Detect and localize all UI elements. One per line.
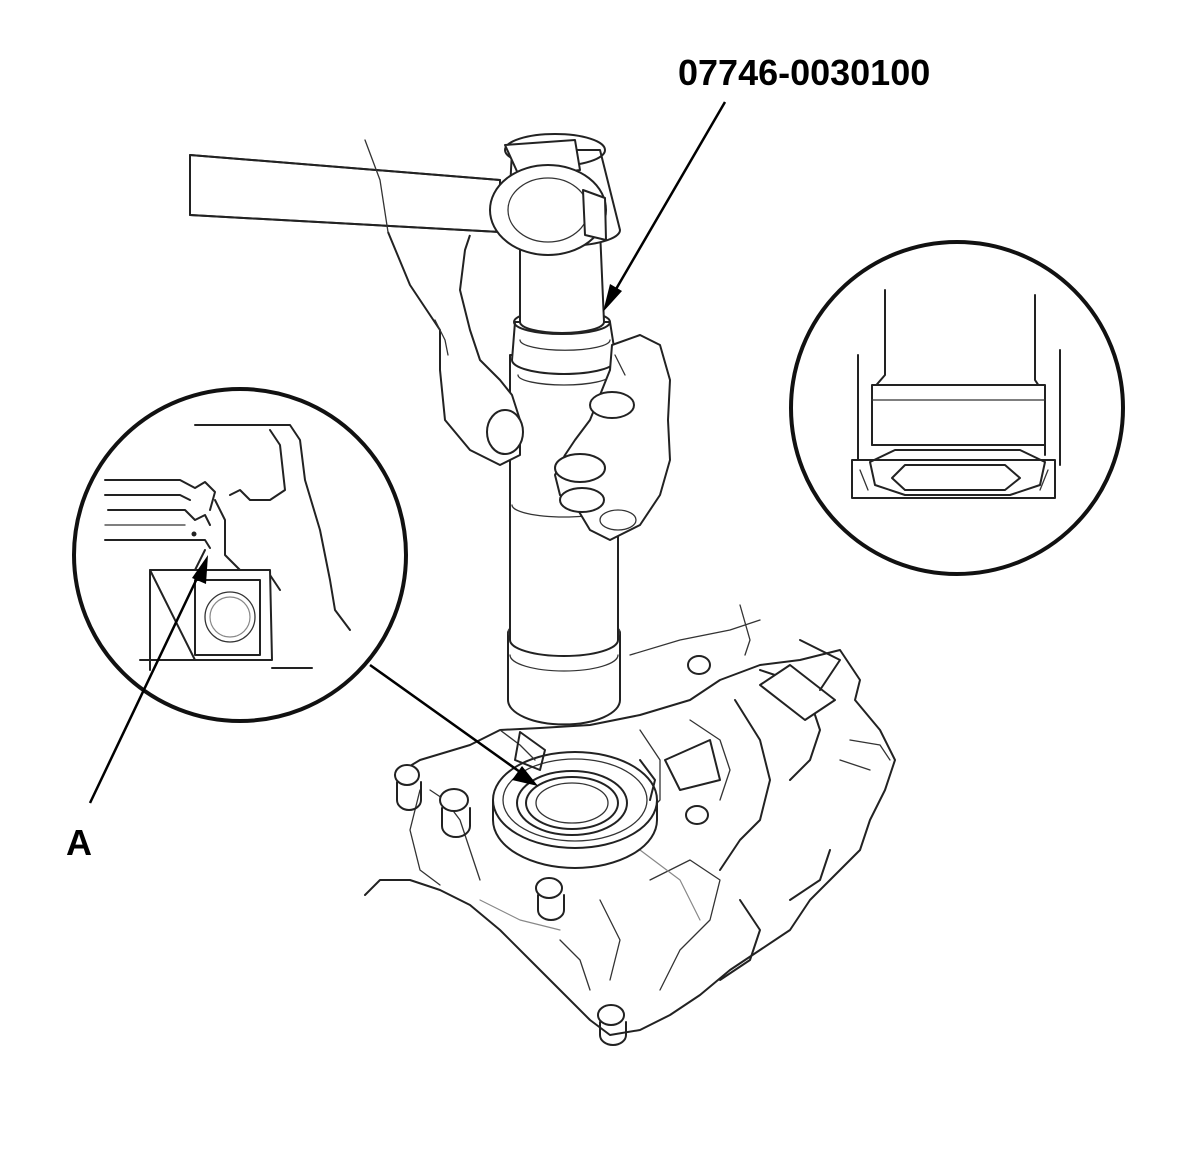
tool-leader-line [610,101,727,297]
tool-part-number-label: 07746-0030100 [678,52,931,93]
hammer [189,139,607,256]
engine-housing [364,604,896,1046]
seal-detail-view [72,387,408,723]
seal-leader-arrowhead [192,555,208,584]
seal-callout-label: A [66,822,92,863]
detail-pointer-line [369,663,521,774]
callout-arrows [88,101,727,804]
tool-detail-view [789,240,1125,576]
tool-leader-arrowhead [603,284,622,312]
detail-pointer-arrowhead [512,766,538,786]
hands [364,139,671,541]
seal-leader-line [88,571,202,804]
